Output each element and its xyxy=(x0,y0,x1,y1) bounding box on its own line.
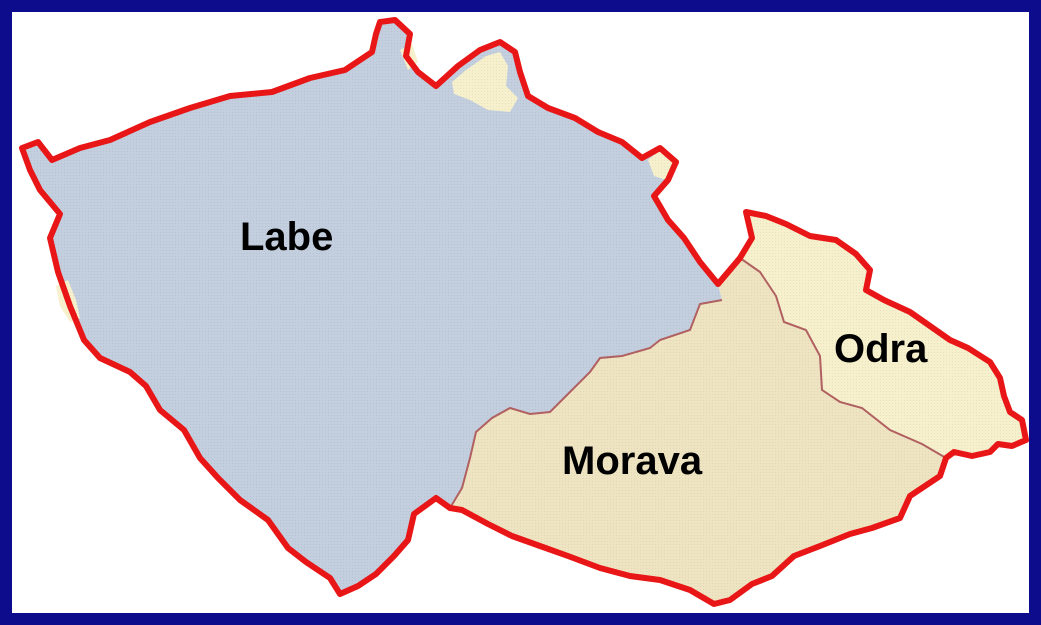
labe-morava-divide xyxy=(449,299,723,509)
odra-label: Odra xyxy=(834,327,928,371)
morava-odra-divide xyxy=(739,257,947,459)
texture-overlay xyxy=(22,20,1026,604)
country-border xyxy=(19,17,1029,607)
morava-label: Morava xyxy=(562,439,703,483)
labe-label: Labe xyxy=(240,215,333,259)
